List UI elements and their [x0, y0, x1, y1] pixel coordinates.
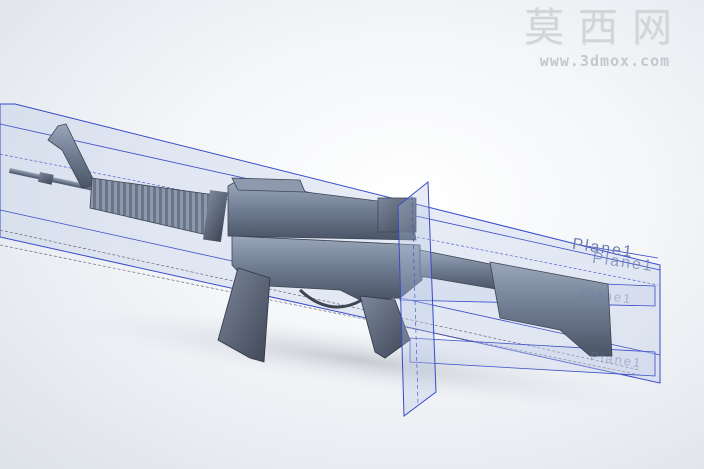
watermark: 莫西网 www.3dmox.com: [524, 6, 686, 70]
plane-label-markers: [573, 243, 659, 259]
watermark-title: 莫西网: [524, 5, 686, 51]
watermark-url: www.3dmox.com: [539, 52, 671, 70]
reference-plane-vertical[interactable]: [397, 180, 437, 417]
model-shadow: [62, 309, 658, 411]
rifle-model[interactable]: [8, 123, 613, 363]
